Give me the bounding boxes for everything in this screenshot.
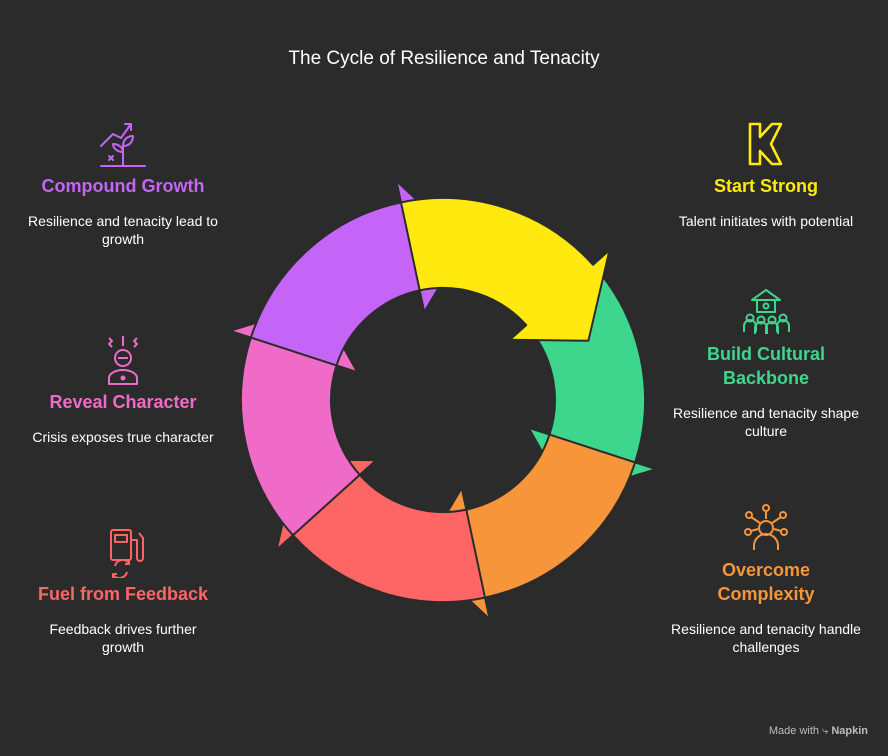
step-label: Build Cultural Backbone (707, 344, 825, 388)
step-overcome-complexity: Overcome Complexity Resilience and tenac… (671, 502, 861, 656)
made-with-footer: Made with ⤷ Napkin (769, 725, 868, 738)
fuel-pump-icon (110, 529, 144, 578)
diagram-title: The Cycle of Resilience and Tenacity (288, 48, 600, 69)
cycle-ring (229, 179, 657, 621)
step-start-strong: Start Strong Talent initiates with poten… (671, 118, 861, 230)
step-label: Reveal Character (49, 392, 197, 412)
step-label: Start Strong (713, 176, 818, 196)
step-label: Fuel from Feedback (37, 584, 209, 604)
k-letter-icon (748, 122, 783, 166)
step-description: Feedback drives further growth (49, 621, 197, 655)
napkin-logo-icon: ⤷ (822, 725, 829, 737)
community-house-icon (743, 289, 790, 334)
step-fuel-from-feedback: Fuel from Feedback Feedback drives furth… (28, 526, 218, 656)
footer-prefix: Made with (768, 725, 820, 737)
step-description: Resilience and tenacity shape culture (672, 405, 859, 439)
person-ideas-icon (744, 504, 788, 550)
stressed-person-icon (108, 336, 138, 385)
step-description: Resilience and tenacity handle challenge… (671, 621, 861, 655)
growth-plant-icon (100, 123, 146, 167)
step-description: Talent initiates with potential (678, 213, 854, 229)
step-label: Compound Growth (41, 176, 205, 196)
step-compound-growth: Compound Growth Resilience and tenacity … (28, 118, 218, 248)
step-description: Crisis exposes true character (32, 429, 214, 445)
step-description: Resilience and tenacity lead to growth (28, 213, 218, 247)
step-reveal-character: Reveal Character Crisis exposes true cha… (28, 334, 218, 446)
footer-brand: Napkin (831, 725, 868, 737)
step-build-cultural-backbone: Build Cultural Backbone Resilience and t… (671, 286, 861, 440)
step-label: Overcome Complexity (717, 560, 815, 604)
segment-start-strong (400, 197, 611, 342)
